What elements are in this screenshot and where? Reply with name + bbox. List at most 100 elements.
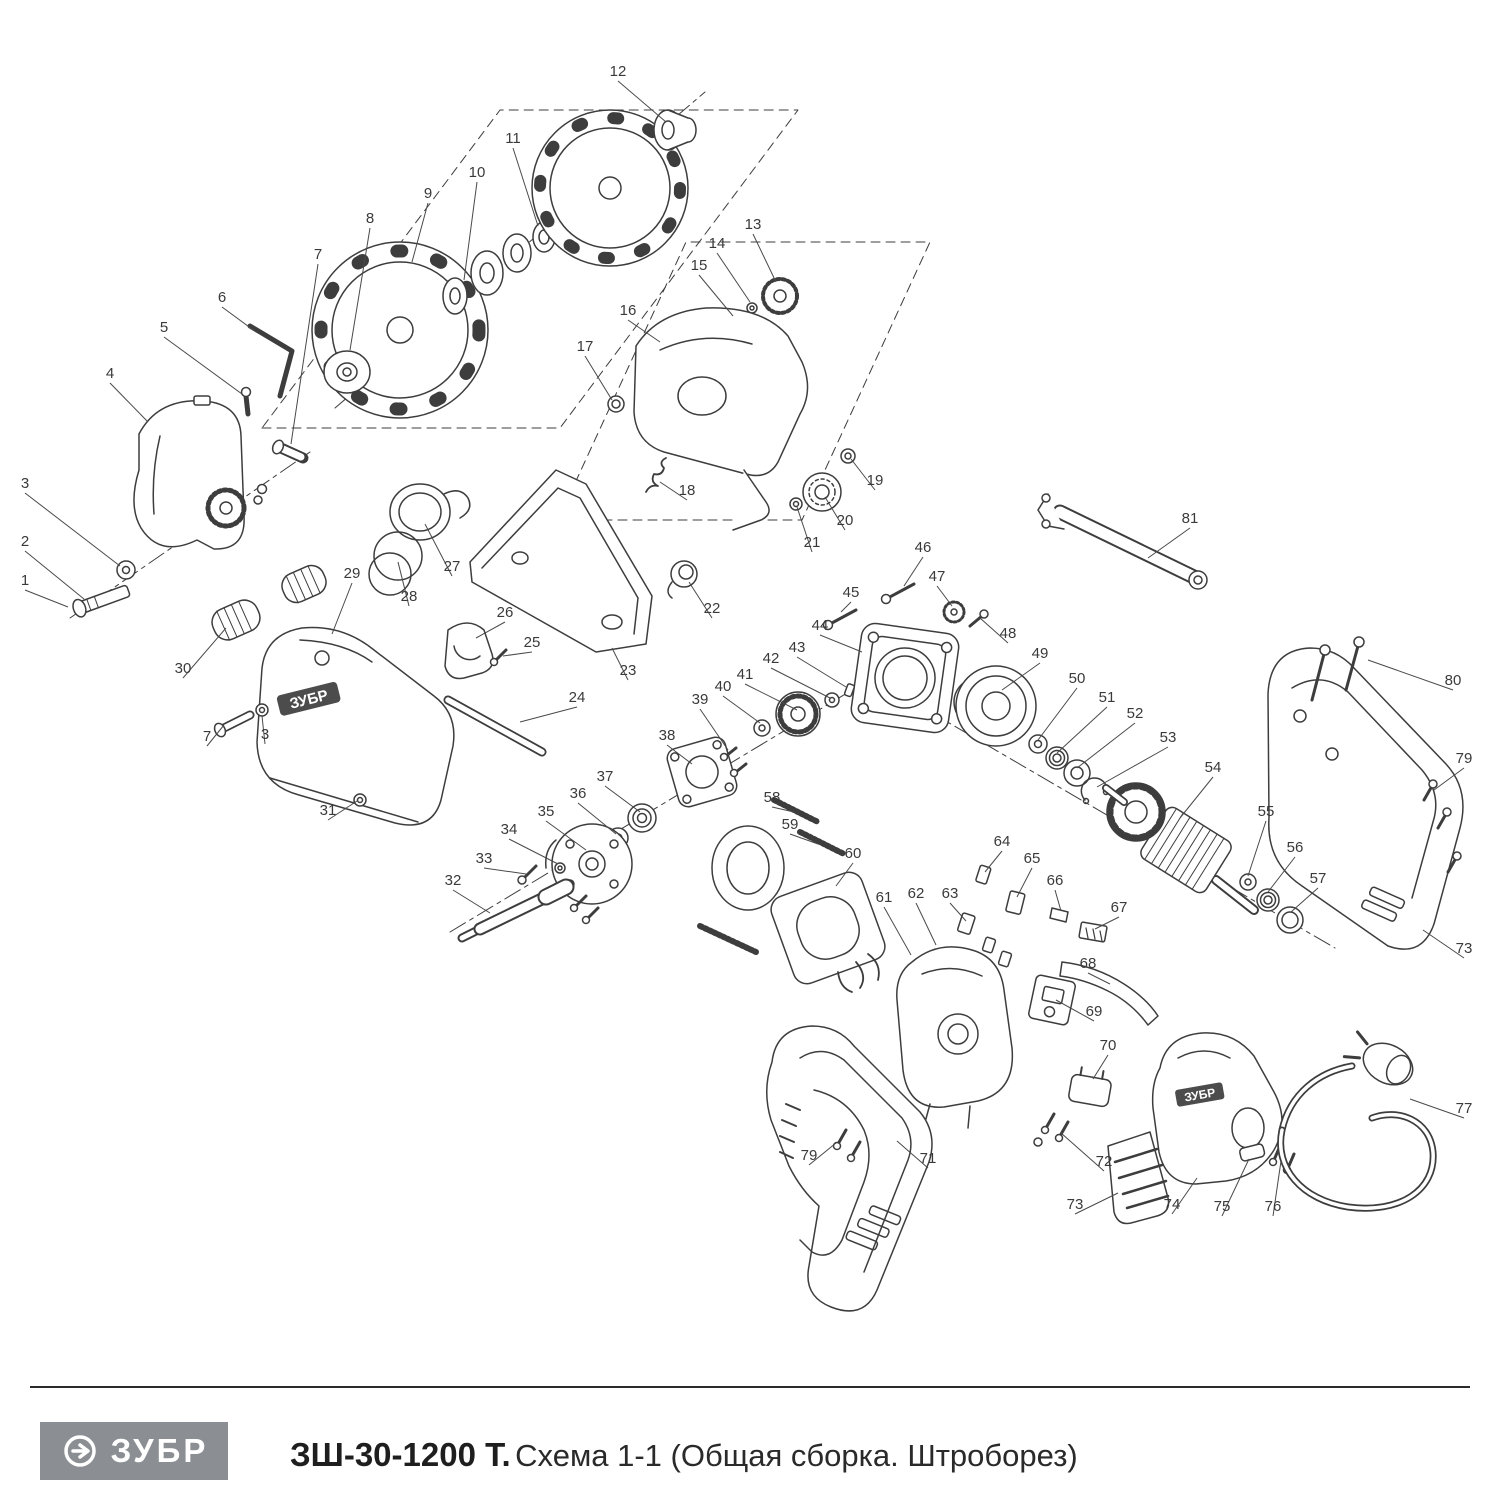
- leader-line-74: [1171, 1177, 1198, 1215]
- armature: [1102, 782, 1259, 915]
- callout-66: 66: [1047, 872, 1064, 889]
- cover-brand-text: ЗУБР: [1183, 1085, 1216, 1104]
- callout-46: 46: [915, 539, 932, 556]
- leader-line-39: [699, 708, 729, 751]
- leader-line-36: [577, 802, 617, 835]
- clamp-knob: [723, 277, 799, 328]
- leader-line-41: [744, 683, 798, 711]
- callout-26: 26: [497, 604, 514, 621]
- footer-divider: [30, 1386, 1470, 1388]
- callout-9: 9: [424, 185, 432, 202]
- spring-18: [645, 457, 667, 493]
- leader-line-2: [24, 550, 85, 600]
- callout-56: 56: [1287, 839, 1304, 856]
- inner-housing-61-62: [896, 946, 1014, 1129]
- callout-17: 17: [577, 338, 594, 355]
- leader-line-24: [519, 706, 578, 723]
- callout-68: 68: [1080, 955, 1097, 972]
- callout-5: 5: [160, 319, 168, 336]
- leader-line-71: [896, 1140, 929, 1169]
- lock-lever-68: [1059, 961, 1159, 1026]
- callout-43: 43: [789, 639, 806, 656]
- leader-line-76: [1272, 1160, 1282, 1217]
- callout-71: 71: [920, 1150, 937, 1167]
- leader-line-13: [752, 233, 777, 283]
- leader-line-55: [1247, 820, 1267, 877]
- callout-41: 41: [737, 666, 754, 683]
- leader-line-16: [627, 319, 661, 343]
- callout-49: 49: [1032, 645, 1049, 662]
- leader-line-33: [483, 867, 527, 875]
- callout-77: 77: [1456, 1100, 1473, 1117]
- housing-screws-80: [1310, 636, 1365, 702]
- leader-line-57: [1290, 887, 1319, 913]
- leader-line-53: [1096, 746, 1169, 788]
- callout-6: 6: [218, 289, 226, 306]
- leader-line-15: [698, 274, 734, 317]
- leader-line-11: [512, 147, 539, 227]
- leader-line-8: [349, 227, 371, 351]
- callout-7: 7: [314, 246, 322, 263]
- rear-bearings-55-57: [1239, 873, 1304, 934]
- callout-34: 34: [501, 821, 518, 838]
- leader-line-65: [1016, 867, 1033, 898]
- callout-8: 8: [366, 210, 374, 227]
- callout-20: 20: [837, 512, 854, 529]
- callout-40: 40: [715, 678, 732, 695]
- leader-line-46: [903, 556, 924, 587]
- leader-line-38: [666, 744, 693, 765]
- leader-line-44: [819, 634, 863, 653]
- dust-port: [368, 483, 471, 596]
- callout-63: 63: [942, 885, 959, 902]
- leader-line-80: [1367, 659, 1454, 691]
- callout-12: 12: [610, 63, 627, 80]
- callout-33: 33: [476, 850, 493, 867]
- gear-housing: [850, 622, 960, 734]
- leader-line-77: [1409, 1098, 1465, 1119]
- leader-line-5: [163, 336, 243, 395]
- callout-59: 59: [782, 816, 799, 833]
- callout-58: 58: [764, 789, 781, 806]
- callout-29: 29: [344, 565, 361, 582]
- power-plug: [1342, 1030, 1414, 1086]
- gear-housing-screws: [822, 582, 916, 631]
- callout-62: 62: [908, 885, 925, 902]
- callout-37: 37: [597, 768, 614, 785]
- callout-55: 55: [1258, 803, 1275, 820]
- logo-brand-text: ЗУБР: [110, 1432, 209, 1469]
- leader-line-50: [1037, 687, 1078, 741]
- brush-parts-63-64: [956, 864, 1013, 968]
- leader-line-17: [584, 355, 613, 401]
- callout-53: 53: [1160, 729, 1177, 746]
- leader-line-18: [659, 481, 688, 501]
- leader-line-26: [475, 621, 506, 639]
- leader-line-81: [1147, 527, 1191, 559]
- callout-54: 54: [1205, 759, 1222, 776]
- leader-line-45: [840, 601, 852, 613]
- callout-11: 11: [505, 130, 521, 147]
- callout-38: 38: [659, 727, 676, 744]
- tension-parts: [667, 448, 856, 599]
- shim-ring: [711, 825, 785, 911]
- callout-73: 73: [1456, 940, 1473, 957]
- callout-21: 21: [804, 534, 821, 551]
- leader-line-52: [1076, 722, 1136, 769]
- callout-15: 15: [691, 257, 708, 274]
- leader-line-43: [796, 656, 847, 688]
- main-guard: ЗУБР: [256, 626, 455, 826]
- capacitor-70: [1068, 1066, 1112, 1108]
- motor-cover: ЗУБР: [1151, 1032, 1283, 1185]
- callout-36: 36: [570, 785, 587, 802]
- leader-line-73: [1422, 929, 1465, 959]
- callout-27: 27: [444, 558, 461, 575]
- callout-81: 81: [1182, 510, 1199, 527]
- leader-line-35: [545, 820, 587, 851]
- callout-7-2: 7: [203, 728, 211, 745]
- leader-line-12: [617, 80, 667, 123]
- leader-line-66: [1054, 889, 1062, 912]
- leader-line-69: [1055, 999, 1095, 1022]
- stator: [770, 871, 886, 993]
- callout-79-2: 79: [801, 1147, 818, 1164]
